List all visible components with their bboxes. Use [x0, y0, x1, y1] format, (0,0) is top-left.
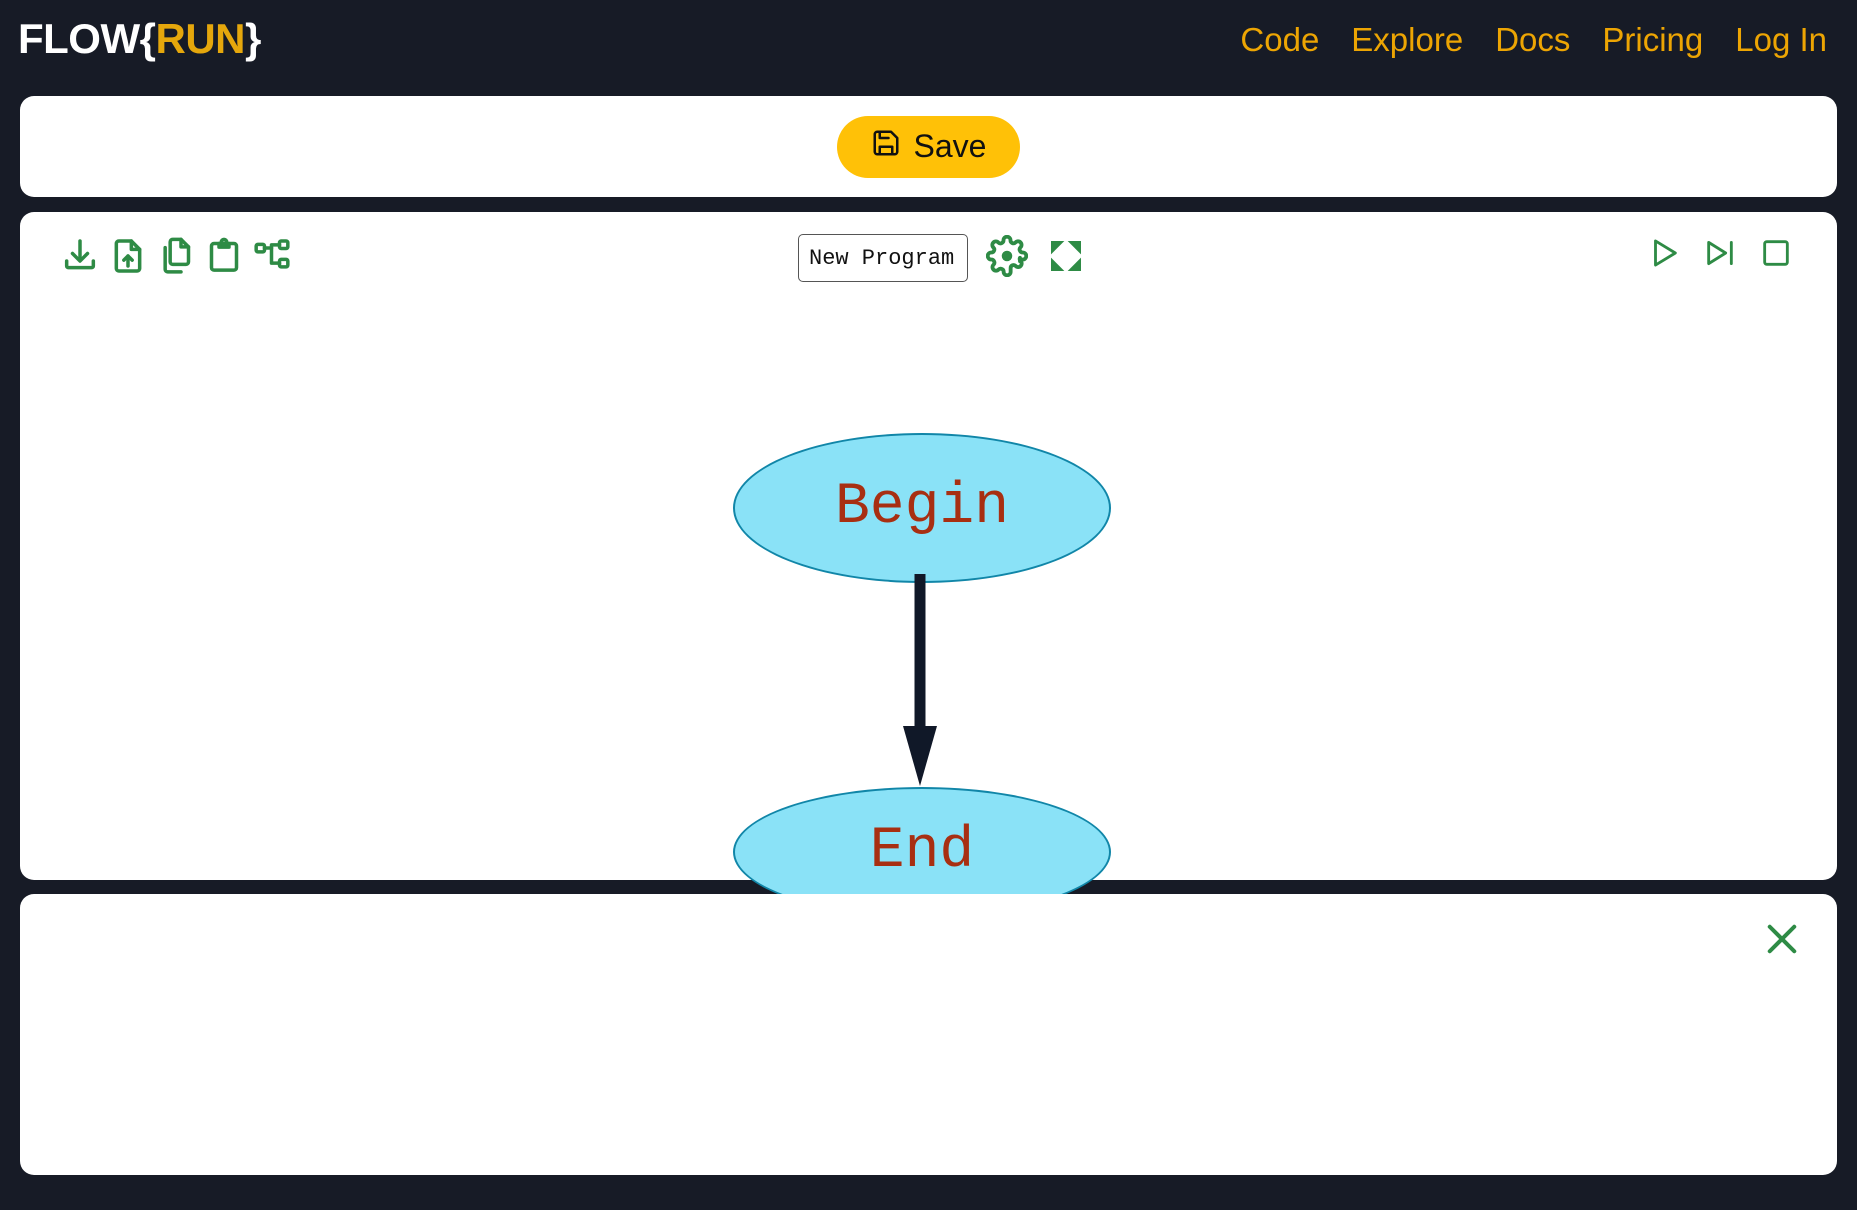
- flowchart-nodes-icon[interactable]: [252, 236, 292, 281]
- nav-pricing[interactable]: Pricing: [1602, 20, 1704, 58]
- logo-flow: FLOW: [18, 15, 140, 62]
- gear-icon[interactable]: [985, 234, 1029, 282]
- flowchart-toolbar: [20, 212, 1837, 304]
- logo-run: RUN: [155, 15, 245, 62]
- save-bar-panel: Save: [20, 96, 1837, 197]
- flow-edge-begin-to-end: [903, 574, 937, 786]
- expand-icon[interactable]: [1046, 236, 1086, 281]
- save-button-label: Save: [913, 127, 987, 164]
- output-panel: [20, 894, 1837, 1175]
- flow-node-begin[interactable]: Begin: [733, 433, 1111, 583]
- flow-node-begin-label: Begin: [834, 475, 1010, 540]
- toolbar-center-group: [798, 234, 1086, 282]
- logo-brace-close: }: [244, 15, 261, 62]
- top-navigation-bar: FLOW{RUN} Code Explore Docs Pricing Log …: [0, 0, 1857, 78]
- app-logo[interactable]: FLOW{RUN}: [18, 18, 261, 60]
- play-icon[interactable]: [1647, 236, 1681, 275]
- stop-icon[interactable]: [1759, 236, 1793, 275]
- main-nav: Code Explore Docs Pricing Log In: [1240, 23, 1837, 56]
- flow-node-end-label: End: [869, 819, 975, 884]
- toolbar-left-group: [60, 236, 292, 281]
- save-button[interactable]: Save: [836, 115, 1021, 178]
- download-icon[interactable]: [60, 236, 100, 281]
- nav-docs[interactable]: Docs: [1495, 20, 1571, 58]
- file-upload-icon[interactable]: [108, 236, 148, 281]
- nav-code[interactable]: Code: [1240, 20, 1320, 58]
- flowchart-canvas[interactable]: Begin End: [20, 304, 1837, 917]
- toolbar-right-group: [1647, 236, 1793, 275]
- floppy-disk-save-icon: [871, 128, 901, 166]
- copy-icon[interactable]: [156, 236, 196, 281]
- flowchart-panel: Begin End: [20, 212, 1837, 917]
- clipboard-paste-icon[interactable]: [204, 236, 244, 281]
- nav-login[interactable]: Log In: [1735, 20, 1827, 58]
- step-over-icon[interactable]: [1703, 236, 1737, 275]
- nav-explore[interactable]: Explore: [1351, 20, 1464, 58]
- logo-brace-open: {: [139, 15, 156, 62]
- program-name-input[interactable]: [798, 234, 968, 282]
- close-x-icon[interactable]: [1761, 918, 1803, 960]
